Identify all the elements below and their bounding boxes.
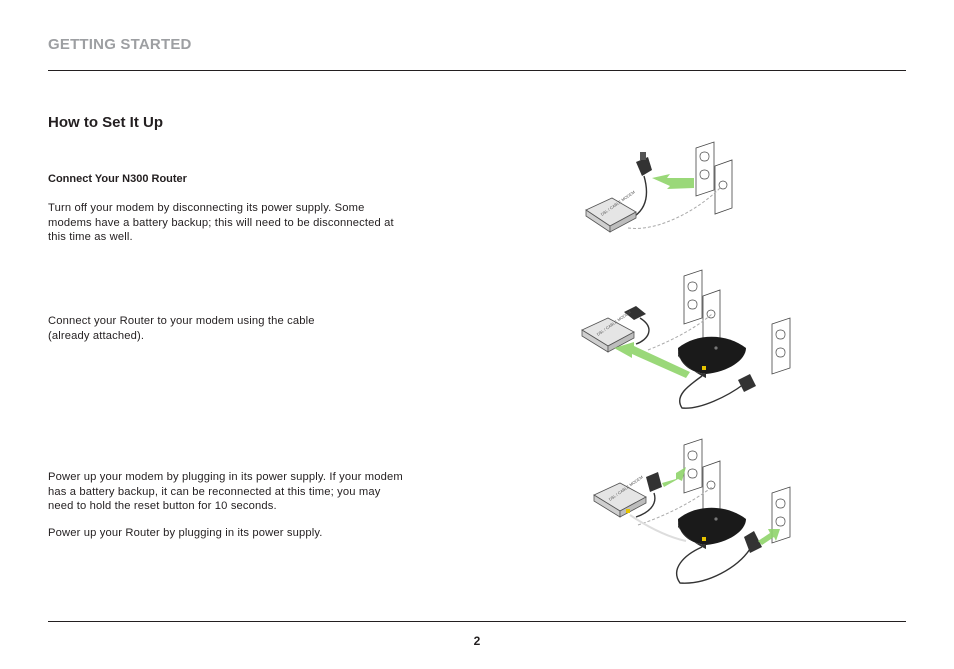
- unplug-modem-illustration: DSL / CABLE MODEM: [585, 141, 733, 233]
- page-heading: How to Set It Up: [48, 114, 163, 131]
- step3-text2: Power up your Router by plugging in its …: [48, 527, 323, 539]
- page-number: 2: [473, 634, 481, 648]
- router-icon: [678, 507, 746, 549]
- power-up-illustration: DSL / CABLE MODEM: [593, 438, 791, 584]
- connect-router-illustration: DSL / CABLE MODEM: [581, 269, 791, 409]
- arrow-icon: [614, 342, 690, 378]
- arrow-icon: [662, 467, 686, 487]
- step1-text: Turn off your modem by disconnecting its…: [48, 202, 394, 244]
- wall-outlet-icon: [771, 317, 791, 375]
- header-divider: [48, 70, 906, 71]
- arrow-icon: [652, 174, 694, 189]
- router-icon: [678, 336, 746, 378]
- wall-outlet-icon: [683, 269, 703, 325]
- modem-icon: DSL / CABLE MODEM: [593, 474, 647, 518]
- power-adapter-icon: [738, 374, 756, 392]
- power-adapter-icon: [744, 531, 762, 553]
- section-title: GETTING STARTED: [48, 36, 192, 53]
- power-adapter-icon: [646, 472, 662, 492]
- power-adapter-icon: [636, 152, 652, 176]
- wall-outlet-side-icon: [702, 289, 721, 345]
- power-adapter-icon: [624, 306, 646, 320]
- step2-text: Connect your Router to your modem using …: [48, 315, 315, 342]
- footer-divider: [48, 621, 906, 622]
- modem-icon: DSL / CABLE MODEM: [585, 189, 637, 233]
- step1-title: Connect Your N300 Router: [48, 173, 187, 185]
- step3-text: Power up your modem by plugging in its p…: [48, 471, 403, 513]
- arrow-icon: [758, 529, 780, 545]
- wall-outlet-side-icon: [714, 159, 733, 215]
- wall-outlet-icon: [683, 438, 703, 494]
- wall-outlet-icon: [695, 141, 715, 197]
